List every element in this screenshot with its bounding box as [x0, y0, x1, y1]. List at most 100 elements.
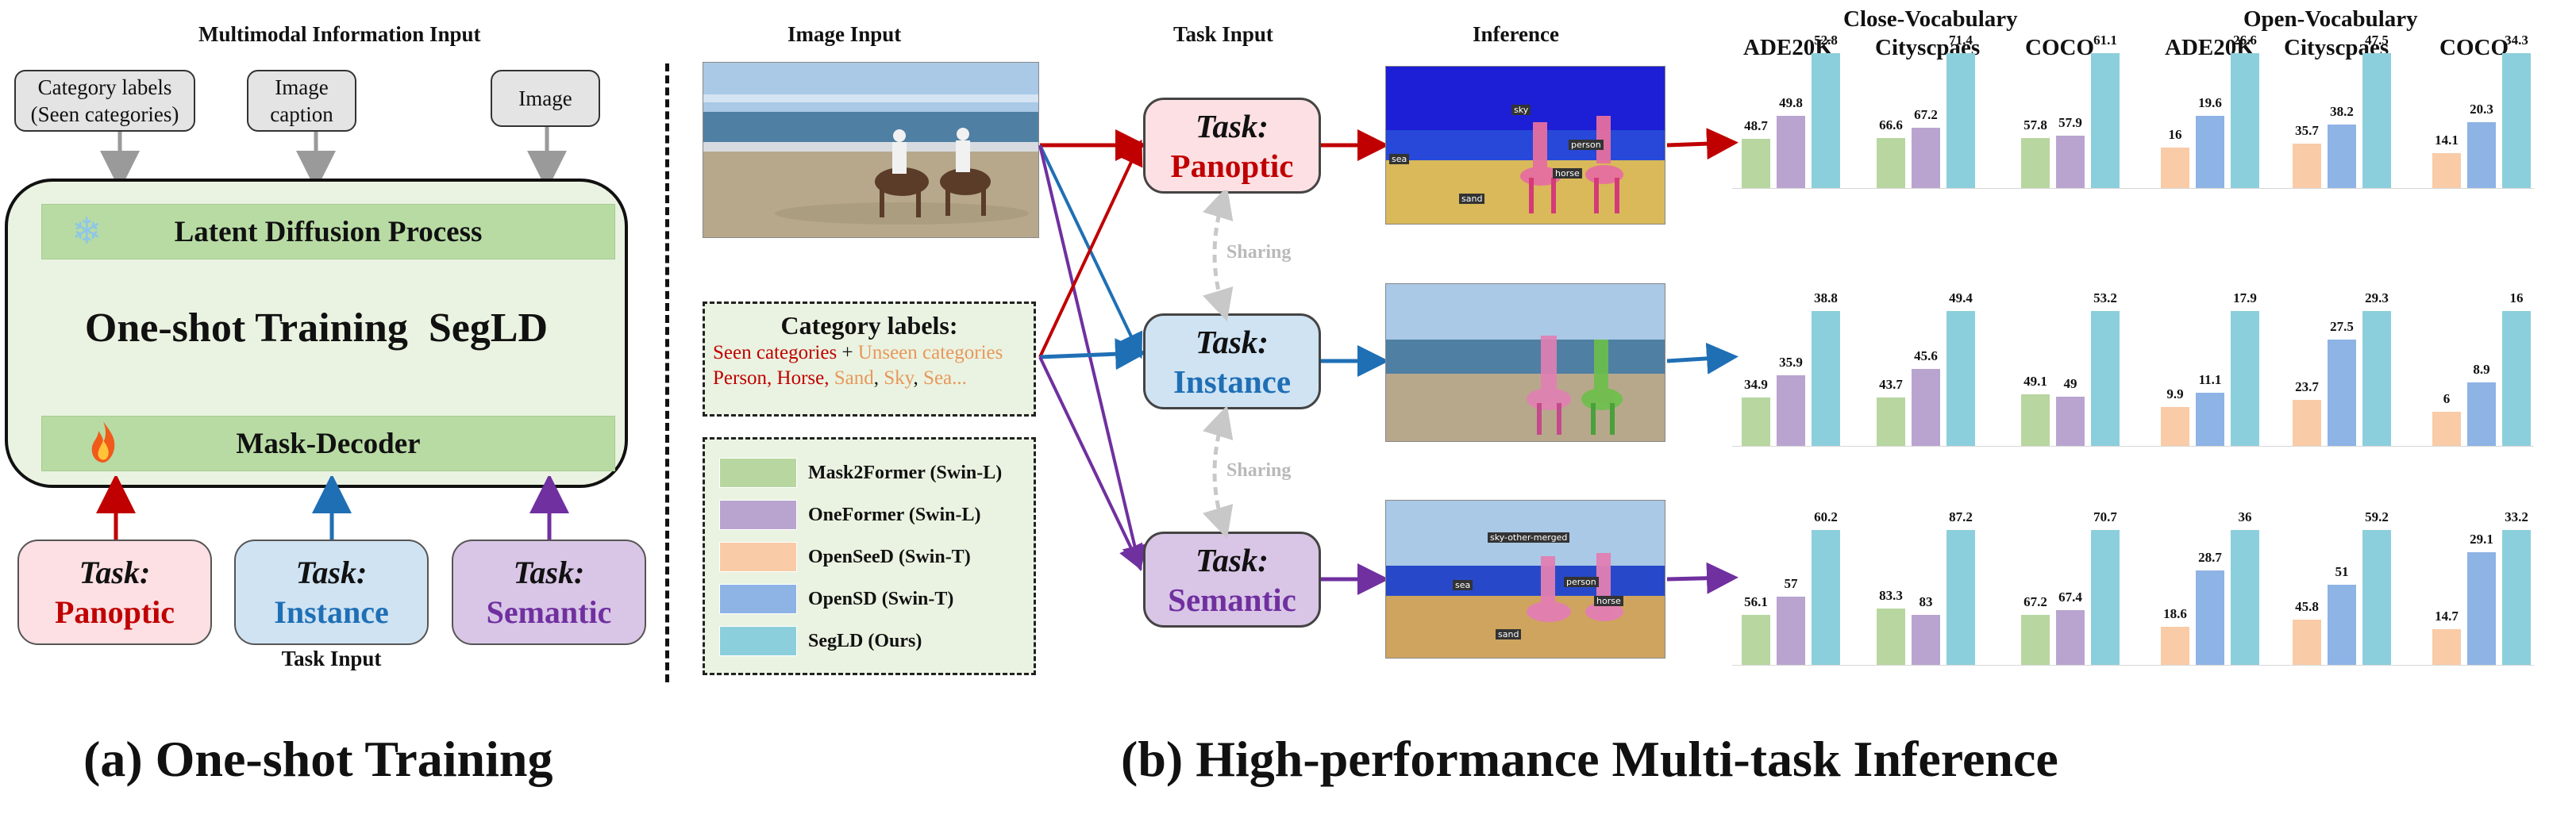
category-labels-line1: Seen categories + Unseen categories [713, 340, 1026, 366]
task-semantic-left: Task: Semantic [452, 540, 646, 645]
dataset-label: ADE20K [1743, 35, 1833, 60]
task-instance-left: Task: Instance [234, 540, 429, 645]
category-labels-line2: Person, Horse, Sand, Sky, Sea... [713, 366, 1026, 391]
chart-bar [1912, 614, 1940, 665]
bar-value-label: 33.2 [2505, 509, 2528, 524]
input-category-labels: Category labels (Seen categories) [14, 70, 195, 132]
legend-swatch [719, 500, 797, 530]
bar-value-label: 29.3 [2365, 290, 2389, 305]
bar-value-label: 57.9 [2058, 114, 2082, 130]
bar-value-label: 8.9 [2473, 362, 2490, 378]
chart-bar [2231, 530, 2259, 665]
task-panoptic-left: Task: Panoptic [17, 540, 212, 645]
chart-bar [2467, 551, 2496, 665]
mask-label: sky-other-merged [1488, 532, 1570, 543]
bar-value-label: 28.7 [2198, 550, 2222, 566]
arrow-blue [1039, 338, 1147, 371]
chart-bar [2432, 411, 2461, 446]
bar-value-label: 57 [1784, 575, 1798, 591]
close-vocab-title: Close-Vocabulary [1843, 6, 2018, 32]
unseen-item: Sea... [923, 367, 967, 389]
input-category-labels-text: Category labels (Seen categories) [30, 75, 179, 126]
mask-label: horse [1594, 596, 1623, 606]
chart-bar [2196, 392, 2224, 446]
task-name-semantic: Semantic [486, 593, 612, 630]
bar-value-label: 36 [2238, 509, 2252, 524]
bar-value-label: 67.4 [2058, 589, 2082, 605]
bar-value-label: 43.7 [1879, 377, 1903, 393]
chart-bar [2432, 628, 2461, 665]
bar-value-label: 18.6 [2163, 605, 2187, 621]
task-name-panoptic: Panoptic [54, 593, 175, 630]
chart-bar [1877, 609, 1905, 665]
chart-bar [2021, 394, 2050, 446]
sharing-arrow [1203, 405, 1234, 540]
chart-bar [1777, 596, 1805, 665]
chart-bar [2293, 399, 2321, 446]
chart-bar [2467, 382, 2496, 446]
bar-value-label: 49.8 [1779, 94, 1803, 110]
bar-value-label: 53.2 [2093, 290, 2117, 305]
chart-bar [1912, 368, 1940, 446]
task-prefix: Task: [79, 554, 151, 590]
bar-value-label: 56.1 [1744, 594, 1768, 610]
chart-bar [2021, 137, 2050, 188]
image-input-title: Image Input [787, 22, 902, 46]
inference-arrows [1321, 128, 1739, 595]
legend-swatch [719, 626, 797, 656]
chart-bar [2328, 585, 2356, 665]
chart-bar [2161, 406, 2189, 446]
bar-value-label: 45.8 [2295, 598, 2319, 614]
latent-diffusion-band: Latent Diffusion Process [41, 204, 615, 259]
task-routing-arrows [1038, 129, 1148, 571]
task-input-caption-left: Task Input [281, 647, 382, 670]
legend-label: OpenSD (Swin-T) [808, 588, 954, 609]
inference-panoptic-image: sky person horse sea sand [1385, 66, 1665, 225]
bar-value-label: 38.8 [1814, 290, 1838, 305]
legend-label: OpenSeeD (Swin-T) [808, 546, 971, 567]
legend-item: SegLD (Ours) [719, 625, 922, 657]
sharing-arrow [1203, 190, 1234, 322]
dataset-label: COCO [2439, 35, 2509, 60]
bar-value-label: 49.1 [2023, 374, 2047, 390]
chart-bar [2467, 122, 2496, 188]
task-name-instance: Instance [1172, 363, 1292, 400]
legend-swatch [719, 584, 797, 614]
bar-value-label: 87.2 [1949, 509, 1973, 524]
unseen-categories-text: Unseen categories [857, 342, 1003, 363]
chart-bar [1812, 53, 1840, 188]
caption-a: (a) One-shot Training [83, 731, 553, 787]
chart-baseline [1732, 446, 2534, 447]
mask-label: person [1564, 577, 1599, 587]
bar-value-label: 83.3 [1879, 588, 1903, 604]
input-image: Image [491, 70, 600, 127]
bar-value-label: 57.8 [2023, 117, 2047, 132]
task-prefix: Task: [1196, 323, 1269, 360]
arrow-red [1038, 139, 1143, 358]
bar-value-label: 51 [2335, 564, 2349, 580]
latent-diffusion-label: Latent Diffusion Process [174, 215, 483, 248]
chart-bar [2091, 53, 2120, 188]
bar-value-label: 20.3 [2470, 102, 2493, 117]
bar-value-label: 70.7 [2093, 509, 2117, 524]
chart-bar [1912, 127, 1940, 188]
mask-decoder-band: Mask-Decoder [41, 416, 615, 471]
seen-items: Person, Horse, [713, 367, 834, 389]
segld-title: One-shot Training SegLD [84, 305, 549, 351]
task-name-instance: Instance [274, 593, 389, 630]
chart-bar [2056, 396, 2085, 446]
chart-bar [2231, 311, 2259, 446]
bar-value-label: 9.9 [2166, 386, 2184, 401]
chart-bar [2196, 570, 2224, 665]
bar-value-label: 16 [2168, 126, 2182, 142]
chart-bar [2196, 115, 2224, 188]
task-name-semantic: Semantic [1168, 581, 1296, 618]
plus-sign: + [837, 342, 858, 363]
inference-semantic-image: sky-other-merged person horse sea sand [1385, 500, 1665, 659]
bar-value-label: 14.1 [2435, 132, 2459, 148]
chart-bar [2293, 619, 2321, 665]
input-image-text: Image [518, 86, 572, 110]
task-prefix: Task: [295, 554, 368, 590]
bar-value-label: 49 [2063, 375, 2077, 391]
unseen-item: Sand [834, 367, 874, 389]
